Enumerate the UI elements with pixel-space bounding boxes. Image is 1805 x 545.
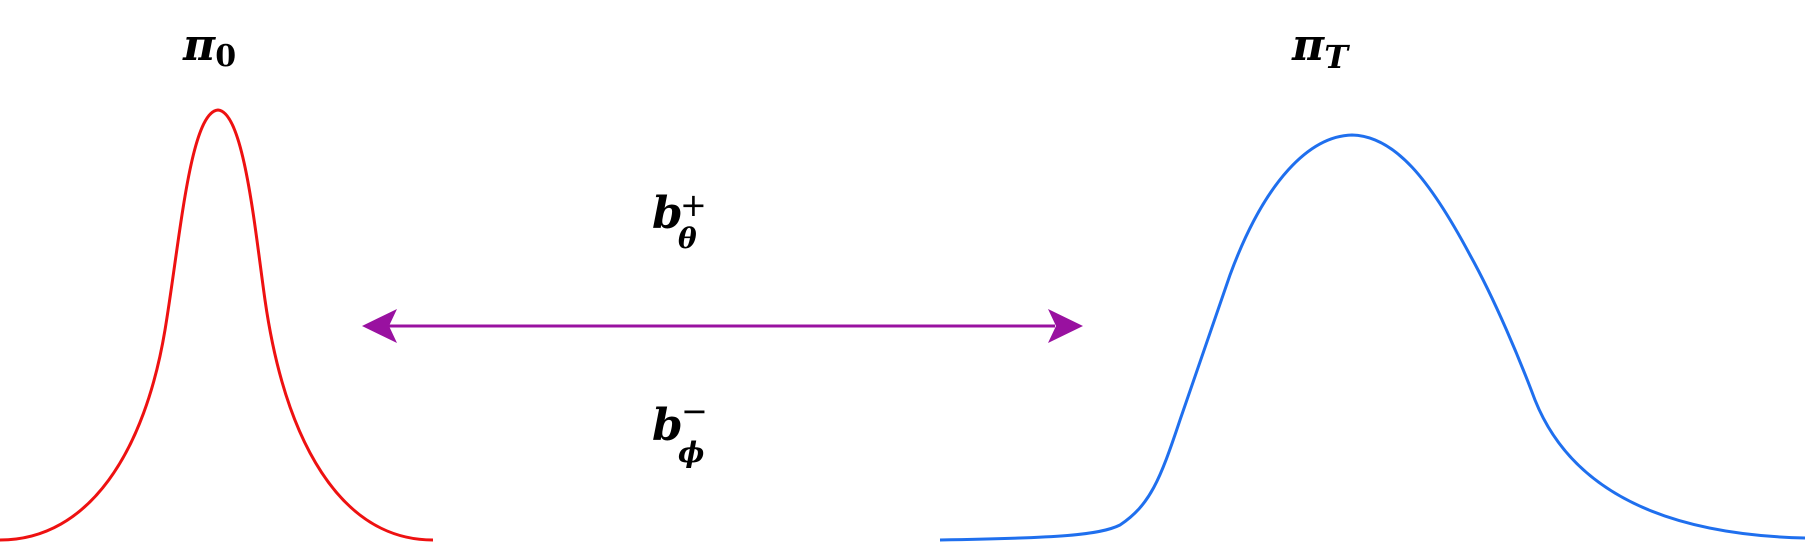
- source-distribution-label: π0: [182, 20, 236, 74]
- backward-process-subscript: ϕ: [678, 436, 704, 469]
- target-symbol: π: [1291, 20, 1325, 71]
- arrow-head-left: [362, 309, 397, 343]
- backward-process-superscript: −: [681, 392, 708, 430]
- target-subscript: T: [1324, 38, 1350, 76]
- forward-symbol: b: [652, 188, 683, 239]
- source-symbol: π: [182, 20, 216, 71]
- source-distribution-curve: [0, 108, 434, 542]
- forward-process-superscript: +: [680, 186, 707, 224]
- backward-symbol: b: [652, 400, 683, 451]
- source-subscript: 0: [215, 39, 236, 74]
- bidirectional-arrow: [362, 309, 1083, 343]
- backward-process-label: b: [652, 400, 683, 451]
- target-distribution-label: πT: [1291, 20, 1350, 76]
- arrow-head-right: [1048, 309, 1083, 343]
- target-distribution-curve: [939, 133, 1805, 542]
- forward-process-subscript: θ: [678, 222, 697, 255]
- forward-process-label: b: [652, 188, 683, 239]
